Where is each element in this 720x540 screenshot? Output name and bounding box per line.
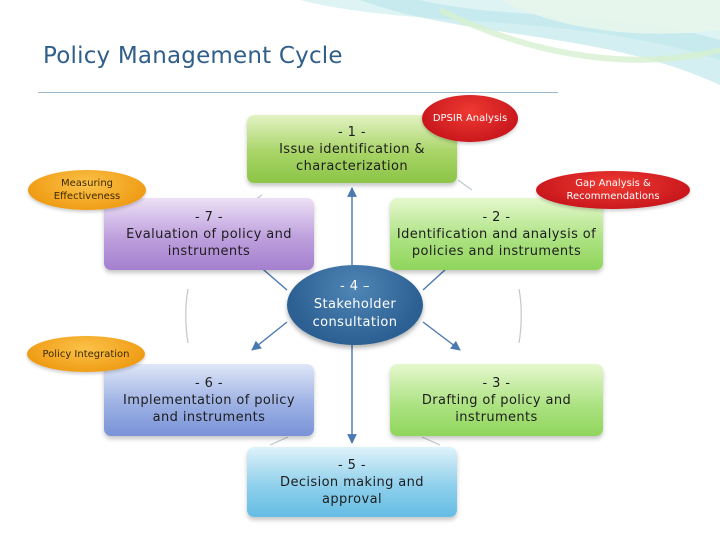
step-5-label: Decision making and approval bbox=[280, 474, 424, 507]
gap-analysis-tag: Gap Analysis & Recommendations bbox=[536, 171, 690, 209]
step-6-label: Implementation of policy and instruments bbox=[123, 392, 295, 425]
step-1-label: Issue identification & characterization bbox=[279, 141, 425, 174]
step-5-box: - 5 - Decision making and approval bbox=[247, 447, 457, 517]
step-1-number: - 1 - bbox=[338, 124, 366, 140]
step-2-number: - 2 - bbox=[482, 209, 511, 225]
step-3-box: - 3 - Drafting of policy and instruments bbox=[390, 364, 603, 436]
step-7-number: - 7 - bbox=[195, 209, 223, 225]
step-4-hub: - 4 – Stakeholder consultation bbox=[287, 265, 423, 345]
slide-title: Policy Management Cycle bbox=[43, 43, 343, 69]
step-3-number: - 3 - bbox=[482, 375, 511, 391]
step-7-label: Evaluation of policy and instruments bbox=[126, 226, 292, 259]
step-4-number: - 4 – bbox=[340, 279, 370, 294]
step-6-box: - 6 - Implementation of policy and instr… bbox=[104, 364, 314, 436]
step-2-label: Identification and analysis of policies … bbox=[396, 226, 597, 259]
step-2-box: - 2 - Identification and analysis of pol… bbox=[390, 198, 603, 270]
policy-integration-tag: Policy Integration bbox=[27, 336, 145, 372]
step-6-number: - 6 - bbox=[195, 375, 223, 391]
measuring-effectiveness-tag: Measuring Effectiveness bbox=[28, 170, 146, 210]
step-4-label: Stakeholder consultation bbox=[312, 297, 398, 330]
dpsir-analysis-tag: DPSIR Analysis bbox=[422, 95, 518, 142]
title-divider bbox=[38, 92, 558, 93]
step-7-box: - 7 - Evaluation of policy and instrumen… bbox=[104, 198, 314, 270]
decorative-wave-background bbox=[300, 0, 720, 85]
step-3-label: Drafting of policy and instruments bbox=[421, 392, 572, 425]
step-1-box: - 1 - Issue identification & characteriz… bbox=[247, 115, 457, 183]
step-5-number: - 5 - bbox=[338, 457, 366, 473]
